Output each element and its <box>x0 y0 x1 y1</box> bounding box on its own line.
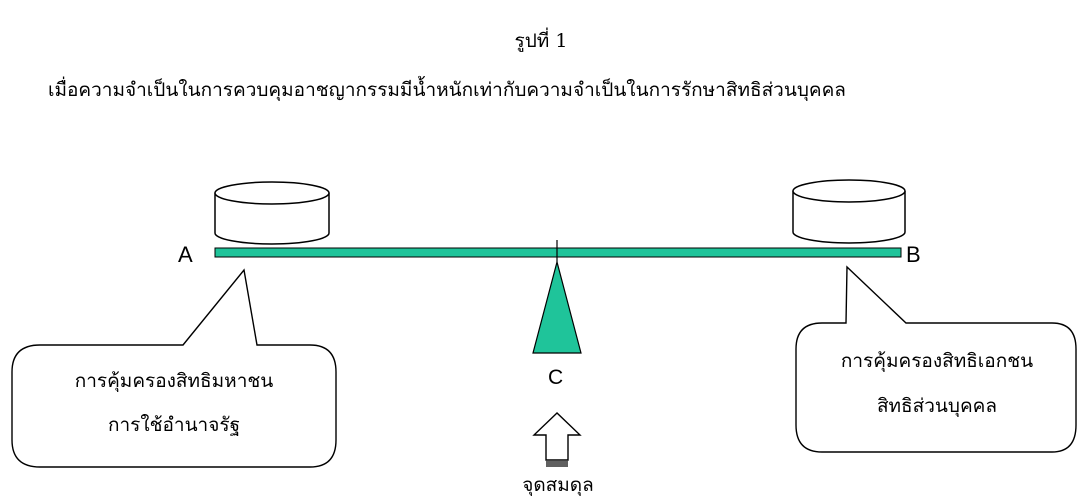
point-b-label: B <box>906 242 921 267</box>
right-callout-line1: การคุ้มครองสิทธิเอกชน <box>841 350 1033 373</box>
balance-beam <box>214 247 902 258</box>
left-weight-icon <box>214 181 330 245</box>
right-callout-bubble <box>795 265 1077 453</box>
balance-point-label: จุดสมดุล <box>522 474 594 497</box>
left-callout-line1: การคุ้มครองสิทธิมหาชน <box>75 370 274 393</box>
point-a-label: A <box>178 242 193 267</box>
point-c-label: C <box>548 366 563 389</box>
figure-caption: เมื่อความจำเป็นในการควบคุมอาชญากรรมมีน้ำ… <box>48 79 846 101</box>
balance-point-arrow-icon <box>532 412 582 467</box>
right-callout-line2: สิทธิส่วนบุคคล <box>877 395 997 418</box>
right-weight-icon <box>792 179 906 244</box>
fulcrum-triangle <box>532 259 582 354</box>
left-callout-bubble <box>11 268 337 468</box>
figure-title: รูปที่ 1 <box>514 30 568 52</box>
left-callout-line2: การใช้อำนาจรัฐ <box>108 414 240 436</box>
